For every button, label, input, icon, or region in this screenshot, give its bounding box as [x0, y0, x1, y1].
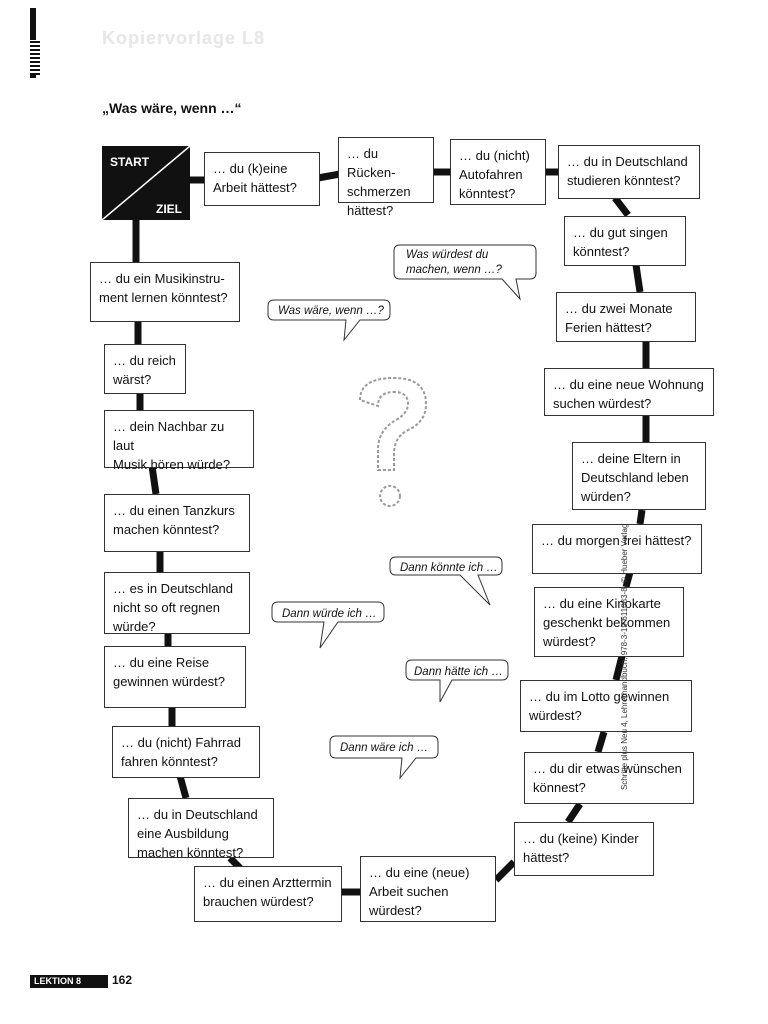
speech-bubble-text-q6: Dann wäre ich … [340, 742, 429, 754]
field-20: … du einen Tanzkurs machen könntest? [104, 494, 250, 552]
speech-bubble-text-q4: Dann würde ich … [282, 608, 377, 620]
field-2: … du Rücken- schmerzen hättest? [338, 137, 434, 218]
page-title: „Was wäre, wenn …“ [102, 100, 242, 116]
field-4: … du in Deutschland studieren könntest? [558, 145, 700, 199]
field-3: … du (nicht) Autofahren könntest? [450, 139, 546, 205]
speech-bubble-q3 [389, 556, 503, 606]
field-6: … du zwei Monate Ferien hättest? [556, 292, 696, 342]
field-13: … du (keine) Kinder hättest? [514, 822, 654, 876]
margin-barcode [30, 40, 40, 75]
start-label: START [110, 155, 150, 169]
publisher-credit: Schritte plus Neu 4, Lehrerhandbuch, 978… [620, 523, 629, 790]
field-15: … du einen Arzttermin brauchen würdest? [194, 866, 342, 922]
ziel-label: ZIEL [156, 202, 182, 216]
field-11: … du im Lotto gewinnen würdest? [520, 680, 692, 732]
field-12: … du dir etwas wünschen könnest? [524, 752, 694, 804]
page-number: 162 [112, 973, 133, 987]
speech-bubble-q2 [267, 299, 391, 342]
field-1: … du (k)eine Arbeit hättest? [204, 152, 320, 206]
start-ziel-square [101, 145, 191, 221]
speech-bubble-text-q3: Dann könnte ich … [400, 562, 498, 574]
speech-bubble-text-q2: Was wäre, wenn …? [278, 305, 384, 317]
field-10: … du eine Kinokarte geschenkt bekommen w… [534, 587, 684, 657]
field-5: … du gut singen könntest? [564, 216, 686, 266]
field-18: … du eine Reise gewinnen würdest? [104, 646, 246, 708]
field-19: … es in Deutschland nicht so oft regnen … [104, 572, 250, 634]
field-23: … du ein Musikinstru- ment lernen könnte… [90, 262, 240, 322]
header-ghost-title: Kopiervorlage L8 [102, 28, 266, 48]
lesson-tag: LEKTION 8 [30, 975, 108, 988]
field-22: … du reich wärst? [104, 344, 186, 394]
speech-bubble-q1 [393, 244, 537, 301]
speech-bubble-q4 [271, 601, 385, 649]
question-mark-icon [358, 376, 428, 507]
field-8: … deine Eltern in Deutschland leben würd… [572, 442, 706, 510]
field-21: … dein Nachbar zu laut Musik hören würde… [104, 410, 254, 472]
field-9: … du morgen frei hättest? [532, 524, 702, 574]
speech-bubble-text-q5: Dann hätte ich … [414, 666, 503, 678]
speech-bubble-q5 [405, 659, 509, 703]
speech-bubble-q6 [329, 735, 439, 780]
field-7: … du eine neue Wohnung suchen würdest? [544, 368, 714, 416]
field-16: … du in Deutschland eine Ausbildung mach… [128, 798, 274, 860]
field-14: … du eine (neue) Arbeit suchen würdest? [360, 856, 496, 922]
field-17: … du (nicht) Fahrrad fahren könntest? [112, 726, 260, 778]
speech-bubble-text-q1: Was würdest du machen, wenn …? [406, 249, 502, 276]
